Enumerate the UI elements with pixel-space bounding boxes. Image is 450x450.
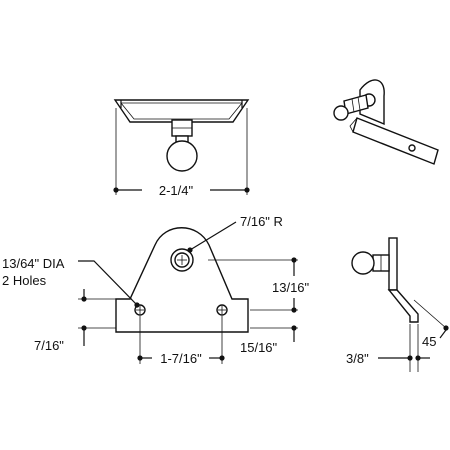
dimension-dot: [244, 187, 250, 193]
angle-arc: [439, 329, 447, 339]
iso-ball: [333, 105, 349, 121]
iso-stud-line: [351, 98, 355, 113]
side-thickness-label: 3/8": [346, 351, 369, 366]
dimension-dot: [291, 325, 297, 331]
iso-arm: [352, 117, 439, 165]
isometric-view: [333, 79, 439, 165]
dimension-dot: [291, 307, 297, 313]
top-view: 2-1/4": [113, 99, 250, 198]
top-view-ball: [166, 140, 198, 172]
right-offset-label: 15/16": [240, 340, 278, 355]
side-view-plate: [388, 237, 398, 291]
dimension-dot: [443, 325, 449, 331]
hole-spacing-label: 1-7/16": [160, 351, 202, 366]
dimension-dot: [81, 296, 87, 302]
iso-stud-line: [357, 96, 361, 111]
dimension-dot: [81, 325, 87, 331]
hole-count-label: 2 Holes: [2, 273, 47, 288]
dimension-dot: [219, 355, 225, 361]
height-mid-label: 13/16": [272, 280, 310, 295]
hole-dia-leader: [78, 260, 138, 306]
iso-arm-edge: [349, 117, 358, 133]
width-top-label: 2-1/4": [159, 183, 194, 198]
radius-label: 7/16" R: [240, 214, 283, 229]
leader-dot: [187, 247, 193, 253]
iso-hole: [408, 144, 416, 152]
radius-leader: [189, 221, 237, 251]
hole-dia-label: 13/64" DIA: [2, 256, 65, 271]
top-view-plate: [113, 99, 250, 123]
dimension-dot: [415, 355, 421, 361]
side-view-ball: [351, 251, 375, 275]
top-view-plate-bevel: [120, 102, 243, 120]
front-view-bracket: [115, 227, 249, 333]
leader-dot: [134, 302, 140, 308]
dimension-dot: [407, 355, 413, 361]
angle-extension-line: [413, 299, 447, 329]
side-view-angled-leg: [387, 289, 419, 323]
dimension-dot: [113, 187, 119, 193]
dimension-dot: [137, 355, 143, 361]
side-view: 45 3/8": [346, 237, 449, 372]
angle-label: 45: [422, 334, 436, 349]
front-view: 7/16" R 13/64" DIA 2 Holes 13/16" 7/16" …: [2, 214, 310, 366]
dimension-dot: [291, 257, 297, 263]
left-offset-label: 7/16": [34, 338, 64, 353]
